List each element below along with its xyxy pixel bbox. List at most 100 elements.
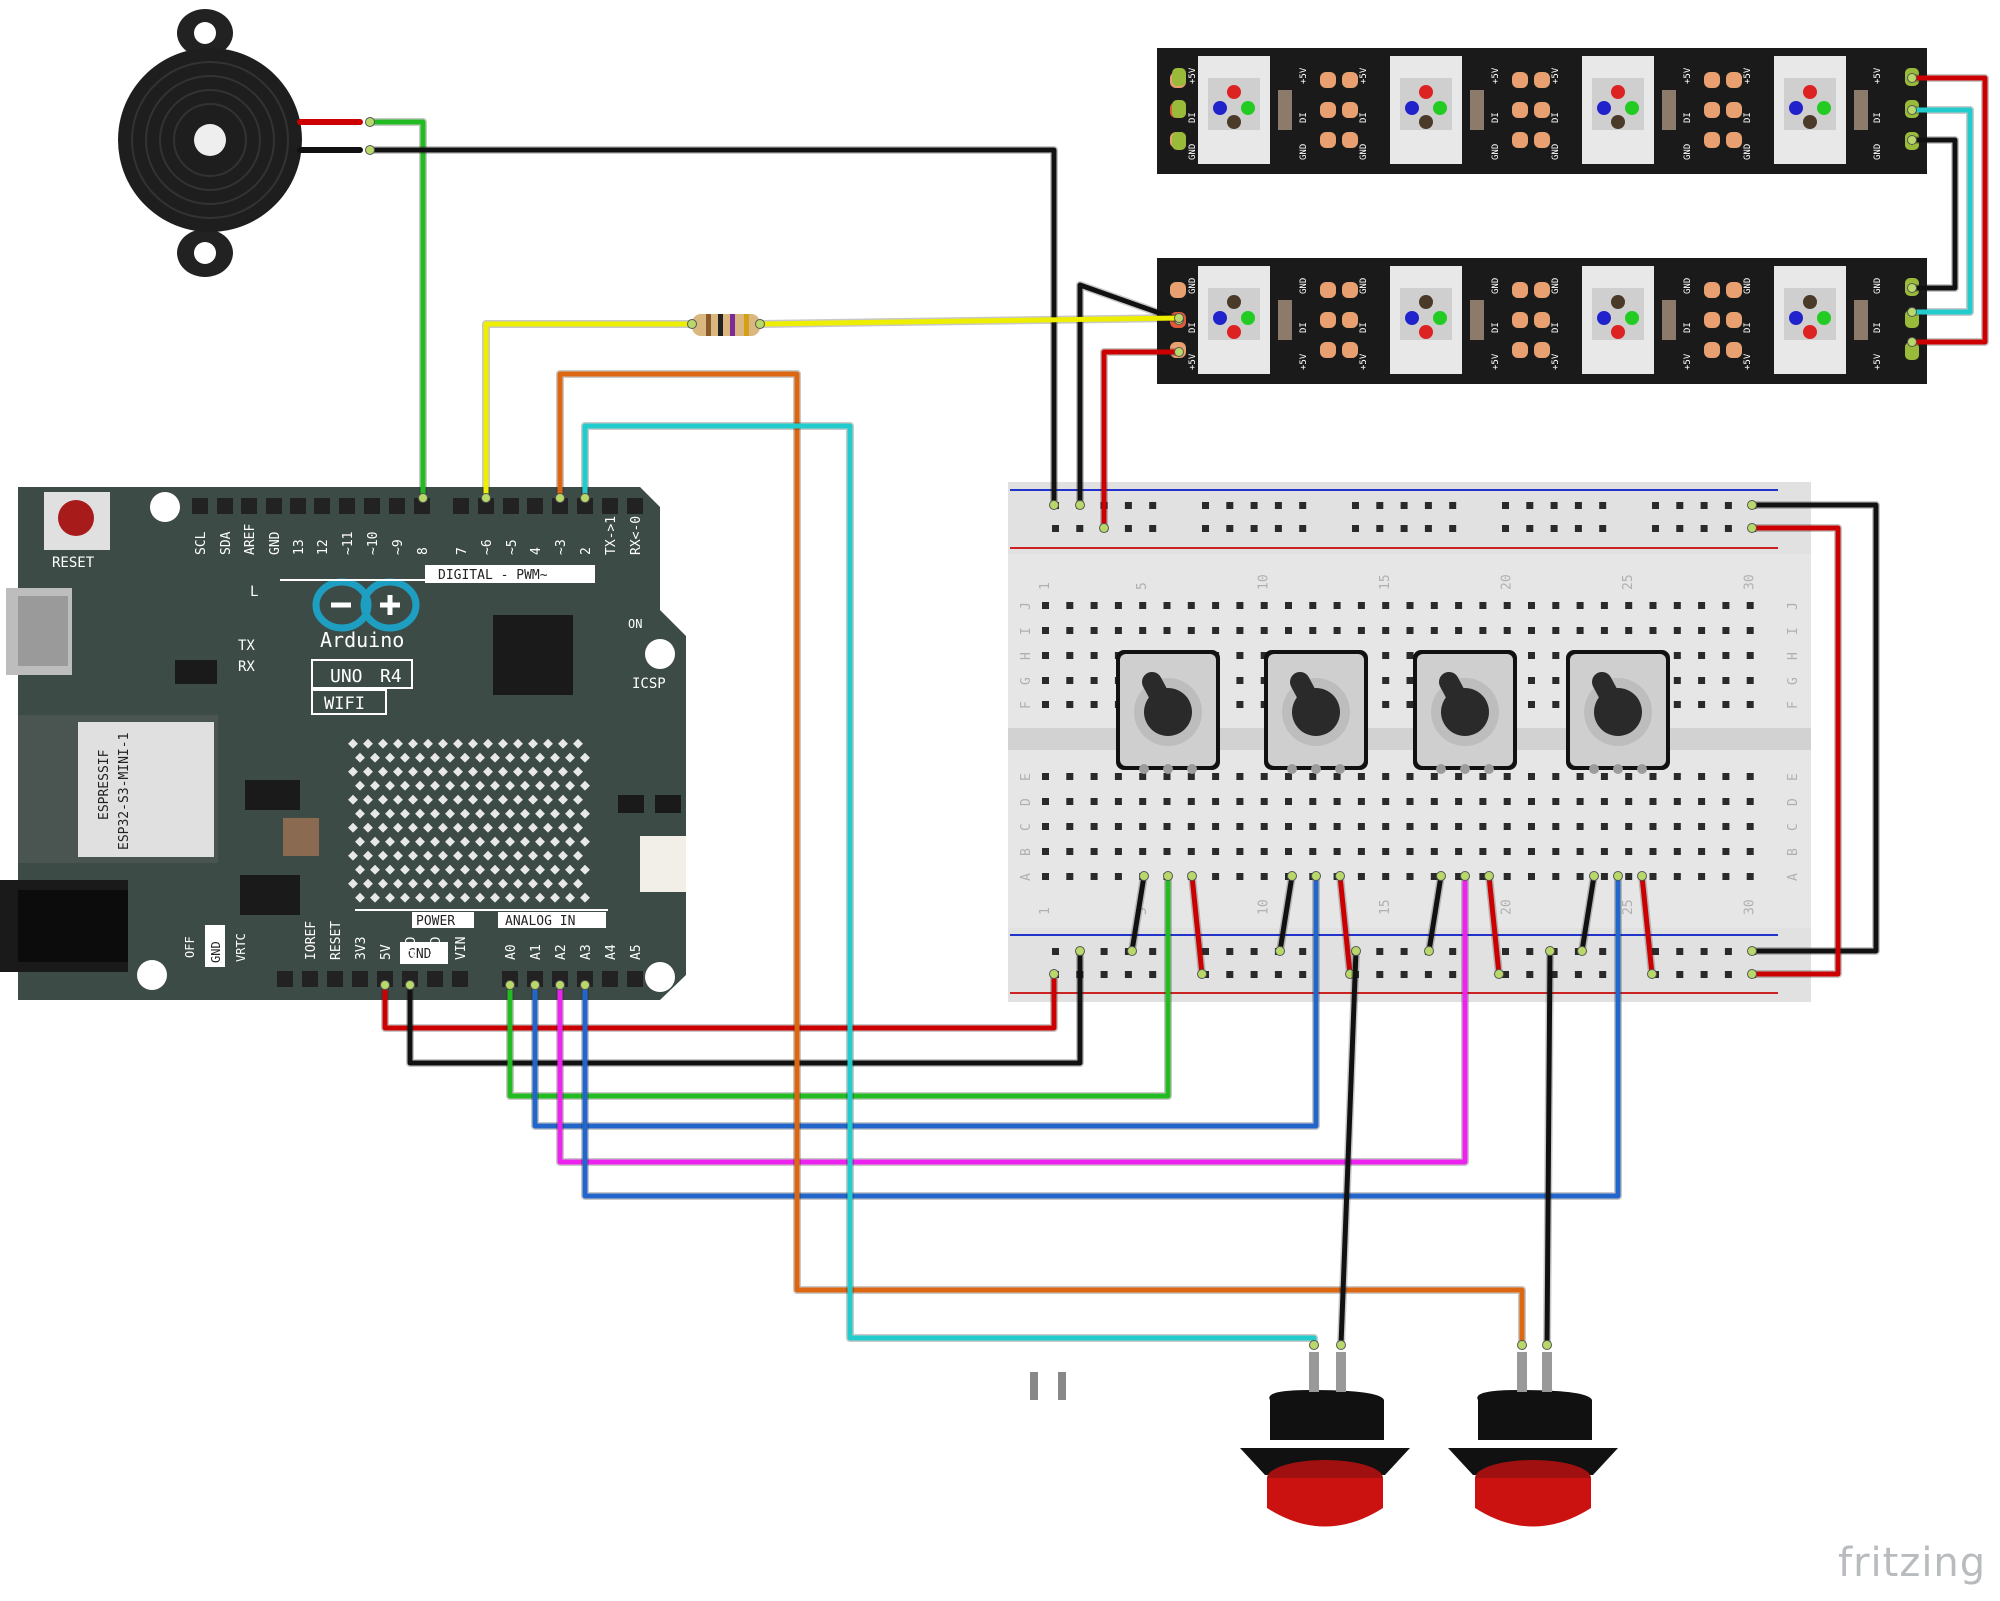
breadboard-col-number: 1 bbox=[1038, 907, 1053, 915]
header-pin bbox=[503, 498, 519, 514]
strip-pin-label: GND bbox=[1551, 278, 1561, 294]
strip-pin-label: DI bbox=[1299, 322, 1309, 333]
model-label: UNO bbox=[330, 666, 363, 687]
analog-pin-label: A3 bbox=[579, 944, 594, 960]
strip-pin-label: +5V bbox=[1743, 67, 1753, 84]
header-pin bbox=[277, 971, 293, 987]
button-leg bbox=[1542, 1352, 1552, 1392]
solder-pad bbox=[1512, 312, 1528, 328]
analog-in-label: ANALOG IN bbox=[505, 914, 575, 929]
solder-pad bbox=[1342, 102, 1358, 118]
wire-resistor-strip bbox=[757, 315, 1182, 327]
strip-pin-label: GND bbox=[1299, 278, 1309, 294]
breadboard-row-letter: I bbox=[1019, 627, 1034, 635]
breadboard-row-letter: C bbox=[1786, 823, 1801, 831]
solder-pad bbox=[1534, 342, 1550, 358]
breadboard-row-letter: B bbox=[1019, 848, 1034, 856]
potentiometers bbox=[1116, 650, 1670, 774]
button-leg bbox=[1517, 1352, 1527, 1392]
strip-pin-label: DI bbox=[1491, 322, 1501, 333]
breadboard-row-letter: B bbox=[1786, 848, 1801, 856]
wire-pot-vcc bbox=[1189, 873, 1205, 977]
strip-pin-label: GND bbox=[1188, 144, 1198, 160]
breadboard-col-number: 15 bbox=[1378, 899, 1393, 915]
wire-a2 bbox=[557, 873, 1468, 1165]
strip-pin-label: +5V bbox=[1683, 67, 1693, 84]
wire-pot-gnd bbox=[1129, 873, 1147, 954]
breadboard-row-letter: H bbox=[1019, 652, 1034, 660]
breadboard-row-letter: E bbox=[1786, 773, 1801, 781]
strip-pin-label: +5V bbox=[1491, 353, 1501, 370]
header-pin bbox=[453, 498, 469, 514]
header-pin bbox=[217, 498, 233, 514]
digital-pin-label: 13 bbox=[292, 539, 307, 555]
on-label: ON bbox=[628, 617, 642, 631]
piezo-buzzer bbox=[118, 9, 302, 277]
breadboard-col-number: 30 bbox=[1743, 574, 1758, 590]
digital-pin-label: ~11 bbox=[341, 532, 356, 555]
wire-data-resistor bbox=[483, 321, 695, 501]
wires bbox=[297, 73, 1989, 1392]
wire-strip-jump-data bbox=[1909, 107, 1973, 315]
vrtc-label: VRTC bbox=[234, 933, 248, 962]
header-pin bbox=[364, 498, 380, 514]
breadboard-col-number: 15 bbox=[1378, 574, 1393, 590]
solder-pad bbox=[1704, 342, 1720, 358]
digital-pin-label: RX<-0 bbox=[629, 516, 644, 555]
wire-rail-5v bbox=[1749, 525, 1841, 977]
strip-pin-label: GND bbox=[1188, 278, 1198, 294]
solder-pad bbox=[1704, 72, 1720, 88]
analog-pin-label: A5 bbox=[629, 944, 644, 960]
power-pin-label: VIN bbox=[454, 937, 469, 960]
l-label: L bbox=[250, 584, 258, 600]
solder-pad bbox=[1726, 282, 1742, 298]
wire-buzzer-gnd bbox=[367, 147, 1057, 508]
power-pin-label: 3V3 bbox=[354, 937, 369, 960]
strip-pin-label: DI bbox=[1188, 322, 1198, 333]
revision-label: R4 bbox=[380, 666, 402, 687]
solder-pad bbox=[1320, 132, 1336, 148]
solder-pad bbox=[1320, 342, 1336, 358]
strip-pin-label: +5V bbox=[1299, 67, 1309, 84]
solder-pad bbox=[1726, 132, 1742, 148]
strip-pin-label: GND bbox=[1683, 144, 1693, 160]
wire-button2-signal bbox=[557, 371, 1525, 1348]
header-pin bbox=[302, 971, 318, 987]
power-label: POWER bbox=[416, 914, 455, 929]
header-pin bbox=[452, 971, 468, 987]
button-leg bbox=[1336, 1352, 1346, 1392]
header-pin bbox=[552, 498, 568, 514]
wire-a1 bbox=[532, 873, 1319, 1129]
solder-pad bbox=[1342, 72, 1358, 88]
strip-end-pad bbox=[1172, 100, 1186, 118]
solder-pad bbox=[1342, 282, 1358, 298]
solder-pad bbox=[1534, 72, 1550, 88]
strip-pin-label: DI bbox=[1683, 112, 1693, 123]
header-pin bbox=[427, 971, 443, 987]
digital-pin-label: AREF bbox=[243, 524, 258, 555]
wire-pot-gnd bbox=[1277, 873, 1295, 954]
power-pin-label: GND bbox=[404, 936, 419, 960]
wire-button1-gnd bbox=[1338, 948, 1359, 1348]
strip-pin-label: GND bbox=[1743, 144, 1753, 160]
strip-pin-label: +5V bbox=[1491, 67, 1501, 84]
breadboard-row-letter: A bbox=[1019, 873, 1034, 881]
wire-pot-gnd bbox=[1579, 873, 1597, 954]
breadboard-row-letter: F bbox=[1019, 701, 1034, 709]
breadboard-col-number: 1 bbox=[1038, 582, 1053, 590]
breadboard-col-number: 20 bbox=[1500, 574, 1515, 590]
header-pin bbox=[527, 498, 543, 514]
header-pin bbox=[602, 498, 618, 514]
solder-pad bbox=[1342, 132, 1358, 148]
header-pin bbox=[627, 498, 643, 514]
digital-pin-label: SCL bbox=[194, 531, 209, 555]
breadboard-row-letter: G bbox=[1019, 677, 1034, 685]
solder-pad bbox=[1534, 102, 1550, 118]
digital-pin-label: 2 bbox=[579, 547, 594, 555]
digital-pin-label: 8 bbox=[416, 547, 431, 555]
arduino-labels: RESET Arduino UNO R4 WIFI DIGITAL - PWM~… bbox=[52, 555, 666, 967]
strip-pin-label: DI bbox=[1683, 322, 1693, 333]
solder-pad bbox=[1726, 342, 1742, 358]
strip-pin-label: GND bbox=[1491, 278, 1501, 294]
gnd-box-label: GND bbox=[408, 947, 432, 962]
